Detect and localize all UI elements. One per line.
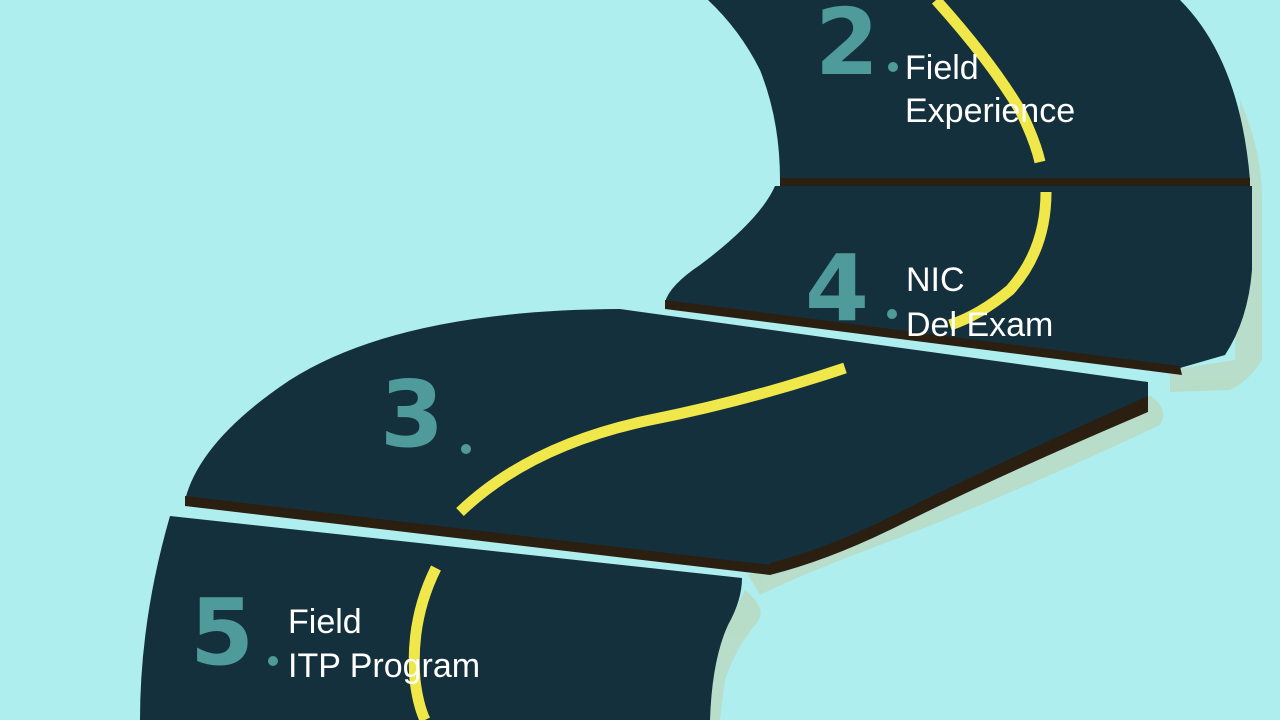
step-number: 5 <box>190 579 254 686</box>
step-label-line2: Del Exam <box>906 306 1053 344</box>
road-segment-step-2 <box>708 0 1250 186</box>
center-line <box>408 0 1052 720</box>
road-segment-step-3 <box>185 309 1148 575</box>
step-3: 3 <box>380 361 471 468</box>
road-segment-step-4 <box>665 186 1252 375</box>
step-label-line2: ITP Program <box>288 647 480 685</box>
step-dot <box>461 444 471 454</box>
step-dot <box>268 656 278 666</box>
step-dot <box>888 62 898 72</box>
step-label-line2: Experience <box>905 92 1075 130</box>
step-label-line1: Field <box>905 49 979 87</box>
step-number: 3 <box>380 361 444 468</box>
step-number: 2 <box>815 0 879 96</box>
road-segment-step-5 <box>140 516 742 720</box>
step-dot <box>887 309 897 319</box>
step-label-line1: Field <box>288 603 362 641</box>
step-2: 2 Field Experience <box>815 0 1075 130</box>
step-number: 4 <box>805 235 869 342</box>
step-4: 4 NIC Del Exam <box>805 235 1053 344</box>
step-label-line1: NIC <box>906 261 965 299</box>
step-5: 5 Field ITP Program <box>190 579 480 686</box>
